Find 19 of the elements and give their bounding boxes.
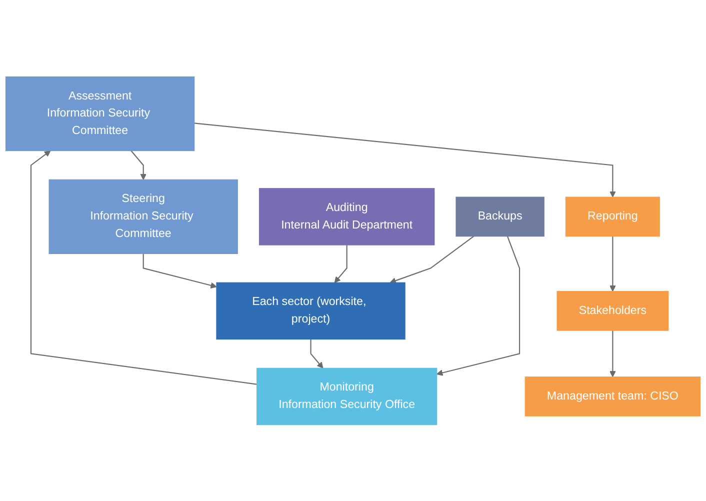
arrow — [310, 338, 324, 368]
node-box: Stakeholders — [556, 290, 669, 331]
node-box: Management team: CISO — [524, 376, 701, 416]
arrow — [610, 236, 616, 292]
arrow — [390, 236, 474, 284]
node-box: Steering Information Security Committee — [48, 179, 238, 254]
arrow — [436, 236, 520, 376]
arrow — [30, 150, 257, 385]
node-box: Assessment Information Security Committee — [5, 76, 195, 151]
arrow — [130, 150, 147, 180]
arrow — [194, 122, 616, 198]
node-box: Each sector (worksite, project) — [216, 282, 406, 340]
arrow — [610, 330, 616, 377]
node-box: Monitoring Information Security Office — [256, 368, 438, 425]
arrow — [334, 244, 348, 283]
node-box: Backups — [456, 196, 544, 236]
node-box: Reporting — [565, 196, 660, 236]
node-box: Auditing Internal Audit Department — [258, 188, 435, 246]
arrow — [142, 253, 217, 288]
